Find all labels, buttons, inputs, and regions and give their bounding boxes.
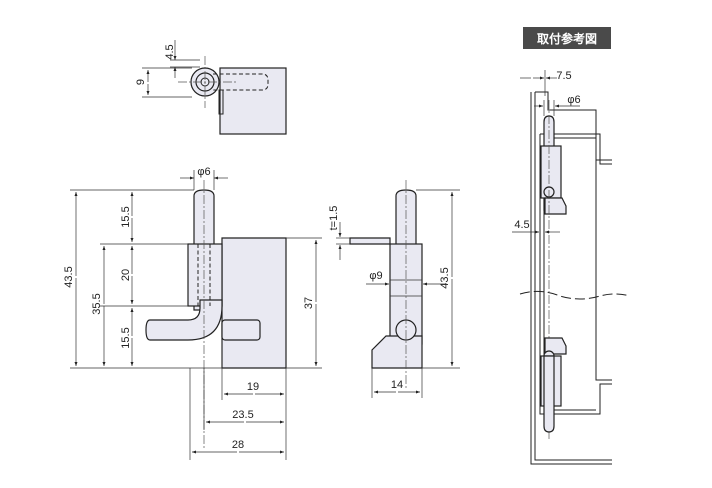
mount-upper-latch bbox=[544, 197, 567, 215]
front-view-knuckle bbox=[187, 243, 223, 307]
front-dim-bot: 15.5 bbox=[120, 327, 132, 348]
mount-lower-latch bbox=[544, 337, 567, 355]
front-view: φ6 15.5 20 15.5 35.5 43.5 37 bbox=[63, 166, 322, 460]
front-dim-pin-dia: φ6 bbox=[197, 166, 210, 178]
top-dim-height: 9 bbox=[135, 79, 147, 85]
top-view: 4.5 9 bbox=[135, 40, 287, 135]
front-dim-lower: 35.5 bbox=[91, 293, 103, 314]
title-badge: 取付参考図 bbox=[537, 31, 597, 46]
side-dim-thickness: t=1.5 bbox=[328, 206, 340, 231]
front-view-body bbox=[221, 237, 287, 369]
front-view-arm-right bbox=[221, 319, 261, 341]
side-dim-w14: 14 bbox=[391, 379, 403, 391]
top-view-hidden-slot bbox=[213, 73, 269, 91]
mount-frame-left bbox=[534, 92, 612, 461]
front-dim-top: 15.5 bbox=[120, 206, 132, 227]
front-dim-w28: 28 bbox=[232, 439, 244, 451]
front-dim-body: 37 bbox=[303, 297, 315, 309]
front-dim-mid: 20 bbox=[120, 269, 132, 281]
side-view-foot bbox=[371, 335, 423, 369]
mount-frame-top bbox=[535, 91, 612, 161]
side-dim-hole-dia: φ9 bbox=[369, 270, 382, 282]
mount-door bbox=[539, 134, 612, 415]
front-dim-w19: 19 bbox=[247, 381, 259, 393]
mount-dim-75: 7.5 bbox=[556, 70, 571, 82]
side-view-leaf bbox=[349, 237, 391, 245]
side-dim-total: 43.5 bbox=[439, 267, 451, 288]
mount-view: 取付参考図 7.5 φ6 bbox=[512, 27, 631, 465]
title-badge-bg bbox=[523, 27, 611, 49]
mount-lower-pin bbox=[543, 355, 555, 433]
top-view-plate bbox=[219, 67, 287, 135]
side-view: t=1.5 φ9 43.5 14 bbox=[328, 180, 460, 398]
mount-dim-45: 4.5 bbox=[514, 219, 529, 231]
front-dim-w235: 23.5 bbox=[232, 409, 253, 421]
top-view-tab bbox=[218, 89, 224, 115]
top-dim-offset: 4.5 bbox=[164, 44, 176, 59]
front-view-bent-arm bbox=[145, 299, 223, 341]
front-dim-total: 43.5 bbox=[63, 266, 75, 287]
mount-dim-pin-dia: φ6 bbox=[567, 94, 580, 106]
mount-break-line bbox=[519, 290, 631, 300]
